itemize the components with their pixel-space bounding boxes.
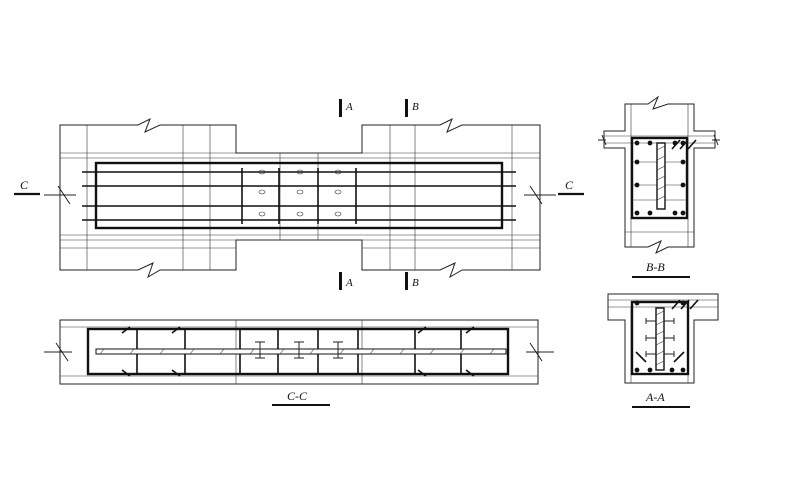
section-title-bb: B-B bbox=[632, 260, 690, 278]
cut-label-a-bottom: A bbox=[345, 277, 353, 289]
cut-marker-c-right: C bbox=[558, 178, 584, 196]
plan-view: A B A B C C bbox=[14, 99, 584, 290]
cut-marker-a-bottom: A bbox=[339, 272, 353, 290]
section-title-aa: A-A bbox=[632, 390, 690, 408]
cut-label-c-left: C bbox=[20, 178, 29, 192]
cut-label-b-top: B bbox=[412, 101, 419, 113]
section-aa: A-A bbox=[607, 293, 719, 408]
section-title-bb-text: B-B bbox=[646, 260, 665, 274]
section-title-cc-text: C-C bbox=[287, 389, 308, 403]
cut-marker-b-bottom: B bbox=[405, 272, 419, 290]
section-title-aa-text: A-A bbox=[645, 390, 665, 404]
cut-marker-c-left: C bbox=[14, 178, 40, 196]
cut-label-a-top: A bbox=[345, 101, 353, 113]
cut-marker-a-top: A bbox=[339, 99, 353, 117]
section-cc: C-C bbox=[44, 319, 554, 406]
section-bb: B-B bbox=[598, 95, 720, 278]
cut-label-b-bottom: B bbox=[412, 277, 419, 289]
section-title-cc: C-C bbox=[272, 389, 330, 406]
cut-label-c-right: C bbox=[565, 178, 574, 192]
cut-marker-b-top: B bbox=[405, 99, 419, 117]
